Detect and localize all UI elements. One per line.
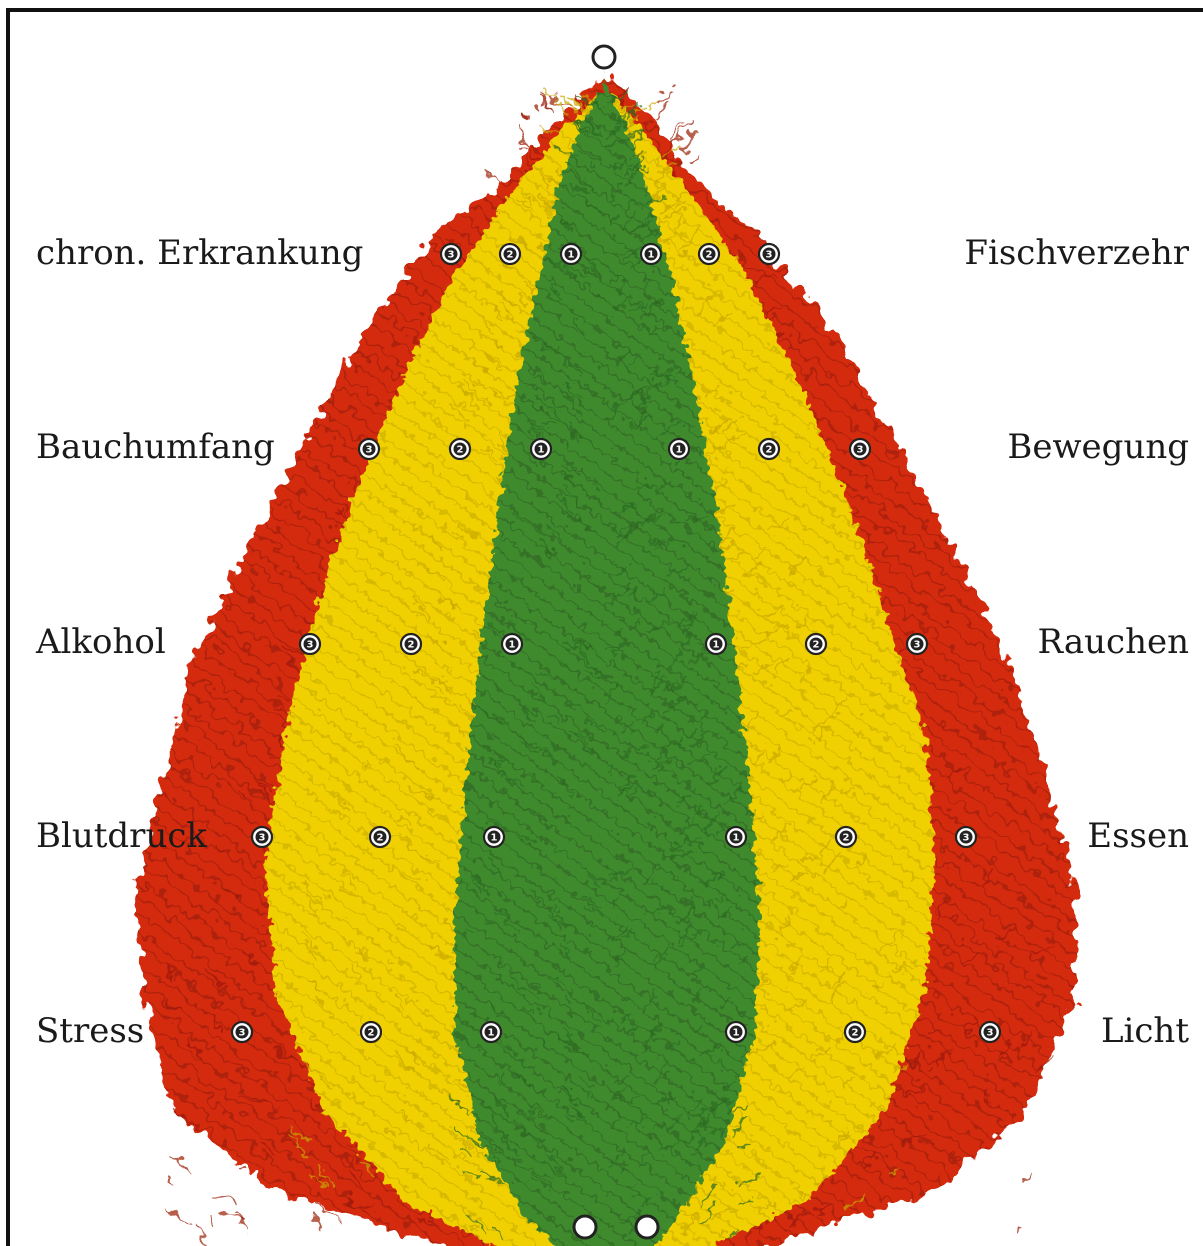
level-marker-5-right-3: 3 bbox=[980, 1022, 1000, 1042]
level-marker-number: 1 bbox=[509, 640, 516, 651]
level-marker-2-left-1: 1 bbox=[531, 439, 551, 459]
factor-label-left-2: Bauchumfang bbox=[36, 430, 275, 464]
level-marker-number: 3 bbox=[448, 250, 455, 261]
level-marker-1-right-3: 3 bbox=[759, 244, 779, 264]
level-marker-4-right-2: 2 bbox=[836, 827, 856, 847]
tree-base-circle-left bbox=[574, 1216, 596, 1238]
level-marker-1-right-2: 2 bbox=[699, 244, 719, 264]
level-marker-number: 2 bbox=[813, 640, 820, 651]
level-marker-4-left-3: 3 bbox=[252, 827, 272, 847]
tree-top-circle bbox=[593, 46, 615, 68]
factor-label-right-3: Rauchen bbox=[1037, 625, 1189, 659]
level-marker-5-left-3: 3 bbox=[232, 1022, 252, 1042]
level-marker-4-left-1: 1 bbox=[484, 827, 504, 847]
level-marker-2-right-1: 1 bbox=[669, 439, 689, 459]
factor-label-right-5: Licht bbox=[1101, 1014, 1189, 1048]
level-marker-number: 2 bbox=[457, 445, 464, 456]
level-marker-number: 3 bbox=[259, 833, 266, 844]
factor-label-left-5: Stress bbox=[36, 1014, 144, 1048]
factor-label-left-1: chron. Erkrankung bbox=[36, 236, 363, 270]
level-marker-1-left-3: 3 bbox=[441, 244, 461, 264]
level-marker-number: 1 bbox=[648, 250, 655, 261]
risk-tree-graphic: 3 2 1 1 2 3 3 2 1 1 2 3 3 2 1 1 2 3 3 2 1 1 2 3 3 2 1 1 2 3 bbox=[10, 12, 1203, 1246]
level-marker-number: 2 bbox=[368, 1028, 375, 1039]
level-marker-3-right-3: 3 bbox=[907, 634, 927, 654]
level-marker-4-left-2: 2 bbox=[370, 827, 390, 847]
level-marker-2-right-2: 2 bbox=[759, 439, 779, 459]
level-marker-number: 2 bbox=[766, 445, 773, 456]
tree-base-circle-right bbox=[636, 1216, 658, 1238]
factor-label-left-3: Alkohol bbox=[36, 625, 166, 659]
level-marker-3-left-3: 3 bbox=[300, 634, 320, 654]
level-marker-number: 2 bbox=[377, 833, 384, 844]
level-marker-3-right-2: 2 bbox=[806, 634, 826, 654]
level-marker-1-left-1: 1 bbox=[561, 244, 581, 264]
level-marker-number: 3 bbox=[239, 1028, 246, 1039]
level-marker-number: 3 bbox=[963, 833, 970, 844]
level-marker-number: 1 bbox=[488, 1028, 495, 1039]
level-marker-4-right-3: 3 bbox=[956, 827, 976, 847]
factor-label-left-4: Blutdruck bbox=[36, 819, 207, 853]
level-marker-2-right-3: 3 bbox=[850, 439, 870, 459]
level-marker-5-left-2: 2 bbox=[361, 1022, 381, 1042]
level-marker-number: 2 bbox=[408, 640, 415, 651]
level-marker-number: 2 bbox=[706, 250, 713, 261]
level-marker-number: 3 bbox=[914, 640, 921, 651]
level-marker-number: 1 bbox=[733, 833, 740, 844]
level-marker-number: 3 bbox=[987, 1028, 994, 1039]
level-marker-number: 1 bbox=[568, 250, 575, 261]
level-marker-1-left-2: 2 bbox=[500, 244, 520, 264]
diagram-frame: 3 2 1 1 2 3 3 2 1 1 2 3 3 2 1 1 2 3 3 2 1 1 2 3 3 2 1 1 2 3 chron. Er… bbox=[6, 8, 1203, 1246]
factor-label-right-1: Fischverzehr bbox=[964, 236, 1189, 270]
level-marker-4-right-1: 1 bbox=[726, 827, 746, 847]
level-marker-number: 1 bbox=[713, 640, 720, 651]
level-marker-number: 2 bbox=[843, 833, 850, 844]
level-marker-2-left-3: 3 bbox=[359, 439, 379, 459]
level-marker-number: 1 bbox=[538, 445, 545, 456]
factor-label-right-2: Bewegung bbox=[1007, 430, 1189, 464]
level-marker-number: 3 bbox=[766, 250, 773, 261]
level-marker-3-left-2: 2 bbox=[401, 634, 421, 654]
level-marker-number: 1 bbox=[733, 1028, 740, 1039]
level-marker-3-right-1: 1 bbox=[706, 634, 726, 654]
level-marker-5-right-2: 2 bbox=[845, 1022, 865, 1042]
level-marker-3-left-1: 1 bbox=[502, 634, 522, 654]
level-marker-number: 3 bbox=[366, 445, 373, 456]
level-marker-2-left-2: 2 bbox=[450, 439, 470, 459]
level-marker-1-right-1: 1 bbox=[641, 244, 661, 264]
level-marker-number: 3 bbox=[857, 445, 864, 456]
level-marker-number: 2 bbox=[507, 250, 514, 261]
level-marker-number: 1 bbox=[491, 833, 498, 844]
level-marker-5-right-1: 1 bbox=[726, 1022, 746, 1042]
level-marker-number: 3 bbox=[307, 640, 314, 651]
level-marker-number: 2 bbox=[852, 1028, 859, 1039]
level-marker-number: 1 bbox=[676, 445, 683, 456]
factor-label-right-4: Essen bbox=[1087, 819, 1189, 853]
level-marker-5-left-1: 1 bbox=[481, 1022, 501, 1042]
